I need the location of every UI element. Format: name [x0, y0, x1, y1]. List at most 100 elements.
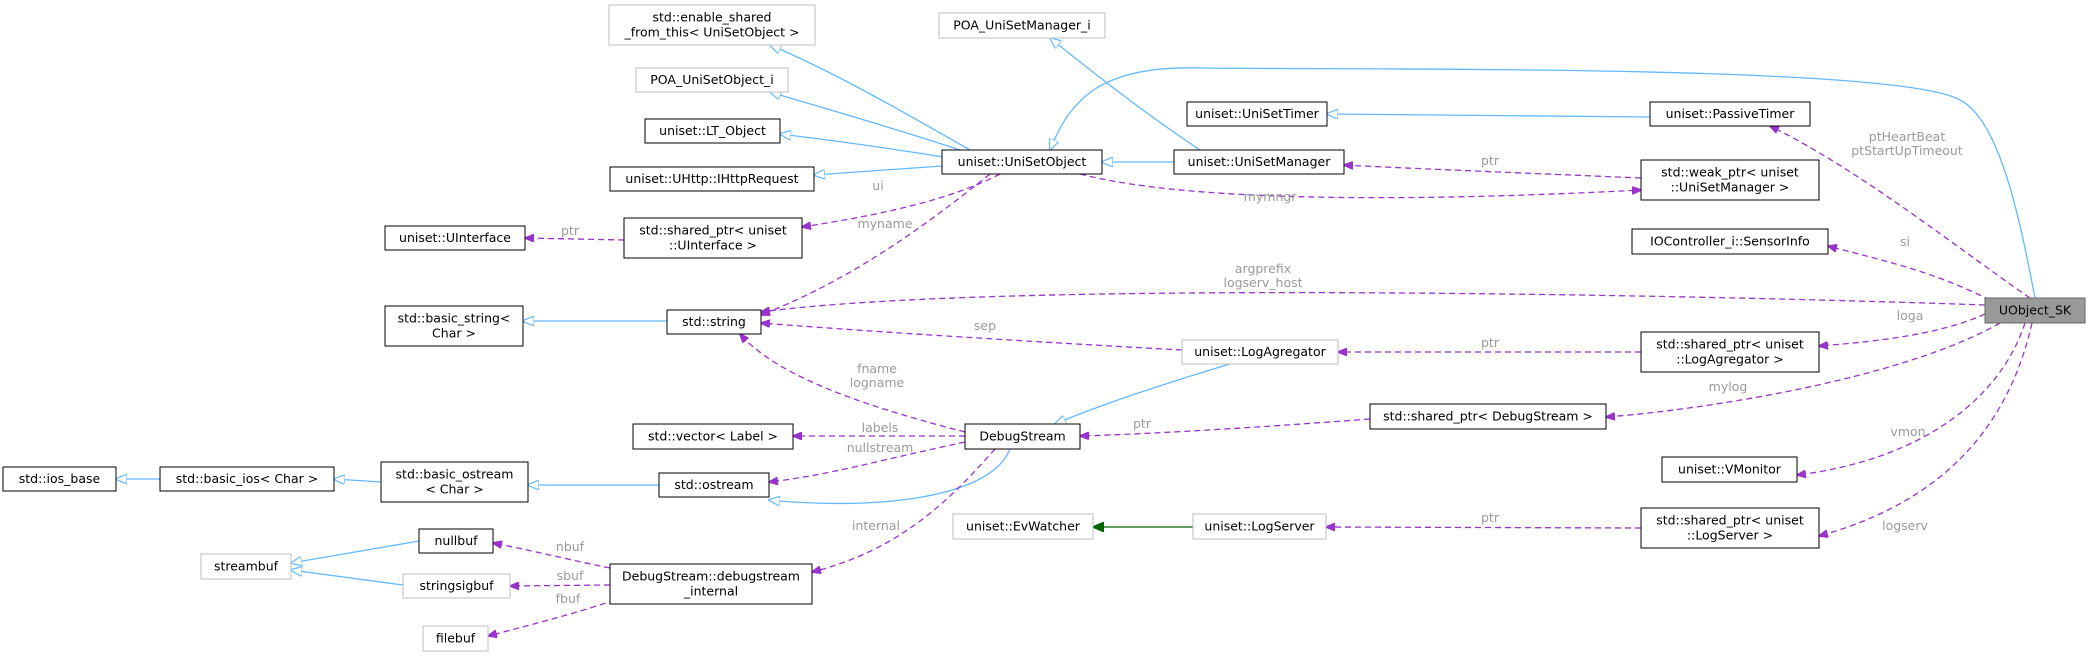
usage-edge-myname — [761, 173, 991, 315]
edge-label-si: si — [1900, 234, 1910, 249]
usage-edge-ptr_debug — [1080, 418, 1371, 436]
class-node-std-string[interactable]: std::string — [666, 309, 762, 335]
class-node-uobject-sk[interactable]: UObject_SK — [1984, 297, 2086, 324]
class-node-label: IOController_i::SensorInfo — [1650, 234, 1810, 249]
class-node-label: ::LogServer > — [1687, 528, 1773, 543]
class-node-basic-string[interactable]: std::basic_string<Char > — [384, 305, 524, 347]
class-node-box — [1984, 297, 2086, 324]
class-node-ios-base[interactable]: std::ios_base — [2, 466, 117, 492]
class-node-uniset-object[interactable]: uniset::UniSetObject — [941, 149, 1103, 175]
class-node-box — [200, 553, 292, 580]
class-node-label: uniset::UniSetManager — [1188, 154, 1332, 169]
class-node-uniset-timer[interactable]: uniset::UniSetTimer — [1186, 101, 1328, 127]
class-node-basic-ios[interactable]: std::basic_ios< Char > — [159, 466, 335, 492]
usage-edge-fbuf — [488, 599, 616, 636]
usage-edge-argprefix — [761, 291, 1986, 312]
class-node-box — [609, 563, 813, 605]
class-node-ostream[interactable]: std::ostream — [658, 472, 770, 498]
class-node-nullbuf[interactable]: nullbuf — [418, 528, 494, 554]
class-node-passive-timer[interactable]: uniset::PassiveTimer — [1649, 101, 1811, 127]
class-node-box — [1192, 513, 1327, 540]
class-node-lt-object[interactable]: uniset::LT_Object — [644, 118, 781, 144]
class-node-shared-debug[interactable]: std::shared_ptr< DebugStream > — [1369, 403, 1607, 430]
class-node-label: std::shared_ptr< uniset — [639, 223, 787, 238]
class-node-streambuf[interactable]: streambuf — [200, 553, 292, 580]
class-node-uinterface[interactable]: uniset::UInterface — [384, 225, 526, 251]
edge-label-internal: internal — [852, 518, 900, 533]
class-node-vmonitor[interactable]: uniset::VMonitor — [1661, 456, 1798, 483]
class-node-basic-ostream[interactable]: std::basic_ostream< Char > — [380, 461, 529, 503]
usage-edge-heartbeat — [1770, 126, 2031, 299]
inheritance-edge-14 — [291, 540, 420, 563]
class-node-debugstream-internal[interactable]: DebugStream::debugstream_internal — [609, 563, 813, 605]
class-node-label: ::UInterface > — [669, 238, 757, 253]
class-node-label: uniset::UInterface — [399, 230, 511, 245]
class-node-box — [159, 466, 335, 492]
class-node-label: uniset::UniSetObject — [958, 154, 1087, 169]
usage-edge-nullstream — [769, 441, 966, 482]
class-node-label: ::LogAgregator > — [1676, 352, 1784, 367]
class-node-box — [608, 4, 816, 46]
edge-label-nbuf: nbuf — [556, 539, 585, 554]
class-node-ev-watcher[interactable]: uniset::EvWatcher — [952, 513, 1094, 540]
class-node-uniset-manager[interactable]: uniset::UniSetManager — [1173, 149, 1345, 175]
class-node-box — [623, 217, 803, 259]
class-node-label: uniset::LogServer — [1204, 519, 1315, 534]
class-node-box — [635, 67, 789, 93]
class-node-label: POA_UniSetManager_i — [953, 18, 1091, 33]
edge-label-logserv: logserv — [1882, 518, 1928, 533]
inheritance-edge-9 — [1055, 363, 1231, 424]
edge-label-fbuf: fbuf — [556, 591, 581, 606]
class-node-log-server[interactable]: uniset::LogServer — [1192, 513, 1327, 540]
class-node-box — [644, 118, 781, 144]
edge-label-ptr_uinterface: ptr — [561, 223, 580, 238]
class-node-box — [1186, 101, 1328, 127]
class-node-shared-log-server[interactable]: std::shared_ptr< uniset::LogServer > — [1640, 507, 1820, 549]
class-node-poa-manager[interactable]: POA_UniSetManager_i — [938, 12, 1106, 39]
class-node-box — [1173, 149, 1345, 175]
edge-label-sep: sep — [974, 318, 996, 333]
edge-label-fname: fname — [857, 361, 897, 376]
class-node-box — [632, 423, 794, 450]
inheritance-edge-1 — [770, 92, 961, 151]
class-node-shared-log-agg[interactable]: std::shared_ptr< uniset::LogAgregator > — [1640, 331, 1820, 373]
class-node-label: std::basic_ios< Char > — [176, 471, 318, 486]
class-node-box — [2, 466, 117, 492]
usage-edge-mymngr — [1079, 173, 1641, 199]
class-node-box — [1640, 159, 1820, 201]
class-node-label: nullbuf — [434, 533, 478, 548]
class-node-vector-label[interactable]: std::vector< Label > — [632, 423, 794, 450]
class-node-box — [609, 166, 815, 192]
usage-edge-fname — [740, 334, 966, 433]
class-node-box — [1369, 403, 1607, 430]
usage-edge-si — [1828, 246, 1991, 301]
class-node-weak-ptr-mgr[interactable]: std::weak_ptr< uniset::UniSetManager > — [1640, 159, 1820, 201]
edge-label-heartbeat: ptStartUpTimeout — [1851, 143, 1963, 158]
edge-label-nullstream: nullstream — [847, 440, 914, 455]
class-node-enable-shared[interactable]: std::enable_shared_from_this< UniSetObje… — [608, 4, 816, 46]
class-node-poa-object[interactable]: POA_UniSetObject_i — [635, 67, 789, 93]
class-node-label: uniset::LT_Object — [659, 123, 766, 138]
edge-label-heartbeat: ptHeartBeat — [1869, 129, 1946, 144]
class-node-label: DebugStream — [979, 429, 1065, 444]
class-node-filebuf[interactable]: filebuf — [422, 625, 489, 652]
edge-label-ptr_logserver: ptr — [1481, 510, 1500, 525]
edge-label-vmon: vmon — [1890, 424, 1925, 439]
class-node-sensor-info[interactable]: IOController_i::SensorInfo — [1631, 228, 1829, 255]
usage-edge-mylog — [1606, 322, 2001, 417]
inheritance-edge-2 — [780, 134, 951, 159]
class-node-stringsigbuf[interactable]: stringsigbuf — [402, 573, 511, 599]
class-node-ihttp[interactable]: uniset::UHttp::IHttpRequest — [609, 166, 815, 192]
edge-label-ptr_logagg: ptr — [1481, 335, 1500, 350]
class-node-box — [384, 305, 524, 347]
class-node-box — [938, 12, 1106, 39]
inheritance-edge-12 — [334, 479, 382, 482]
class-node-debug-stream[interactable]: DebugStream — [964, 423, 1081, 450]
class-node-label: POA_UniSetObject_i — [650, 72, 773, 87]
class-node-box — [418, 528, 494, 554]
class-node-label: std::shared_ptr< uniset — [1656, 337, 1804, 352]
class-node-shared-uinterface[interactable]: std::shared_ptr< uniset::UInterface > — [623, 217, 803, 259]
class-node-log-agregator[interactable]: uniset::LogAgregator — [1181, 339, 1339, 365]
edge-label-ptr_debug: ptr — [1133, 416, 1152, 431]
